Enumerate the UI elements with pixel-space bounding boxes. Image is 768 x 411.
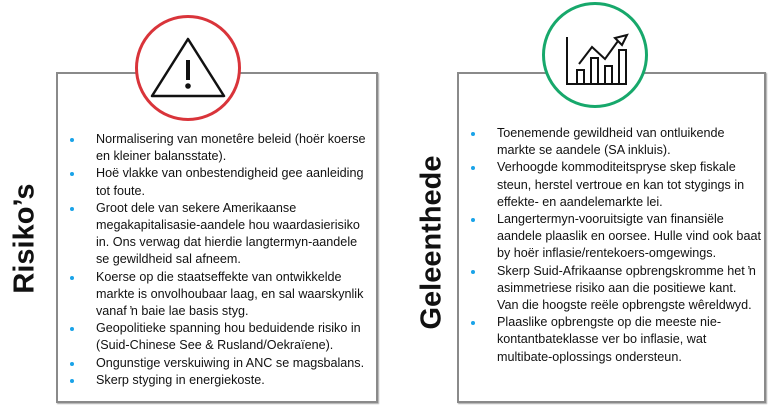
list-item: Langertermyn-vooruitsigte van finansiële… bbox=[469, 211, 761, 263]
opportunities-icon-circle bbox=[542, 2, 648, 108]
list-item: Ongunstige verskuiwing in ANC se magsbal… bbox=[68, 355, 370, 372]
warning-icon bbox=[150, 37, 226, 98]
opportunities-title: Geleenthede bbox=[415, 155, 448, 330]
risks-list: Normalisering van monetêre beleid (hoër … bbox=[68, 131, 370, 389]
risks-icon-circle bbox=[135, 15, 241, 121]
list-item: Geopolitieke spanning hou beduidende ris… bbox=[68, 320, 370, 354]
list-item: Hoë vlakke van onbestendigheid gee aanle… bbox=[68, 165, 370, 199]
opportunities-panel bbox=[457, 72, 766, 403]
growth-chart-icon bbox=[566, 33, 629, 85]
list-item: Skerp styging in energiekoste. bbox=[68, 372, 370, 389]
risks-panel bbox=[56, 72, 378, 403]
list-item: Skerp Suid-Afrikaanse opbrengskromme het… bbox=[469, 263, 761, 315]
list-item: Verhoogde kommoditeitspryse skep fiskale… bbox=[469, 159, 761, 211]
list-item: Normalisering van monetêre beleid (hoër … bbox=[68, 131, 370, 165]
risks-title: Risiko’s bbox=[8, 183, 41, 294]
list-item: Plaaslike opbrengste op die meeste nie-k… bbox=[469, 314, 761, 366]
list-item: Groot dele van sekere Amerikaanse megaka… bbox=[68, 200, 370, 269]
list-item: Koerse op die staatseffekte van ontwikke… bbox=[68, 269, 370, 321]
opportunities-list: Toenemende gewildheid van ontluikende ma… bbox=[469, 125, 761, 366]
list-item: Toenemende gewildheid van ontluikende ma… bbox=[469, 125, 761, 159]
